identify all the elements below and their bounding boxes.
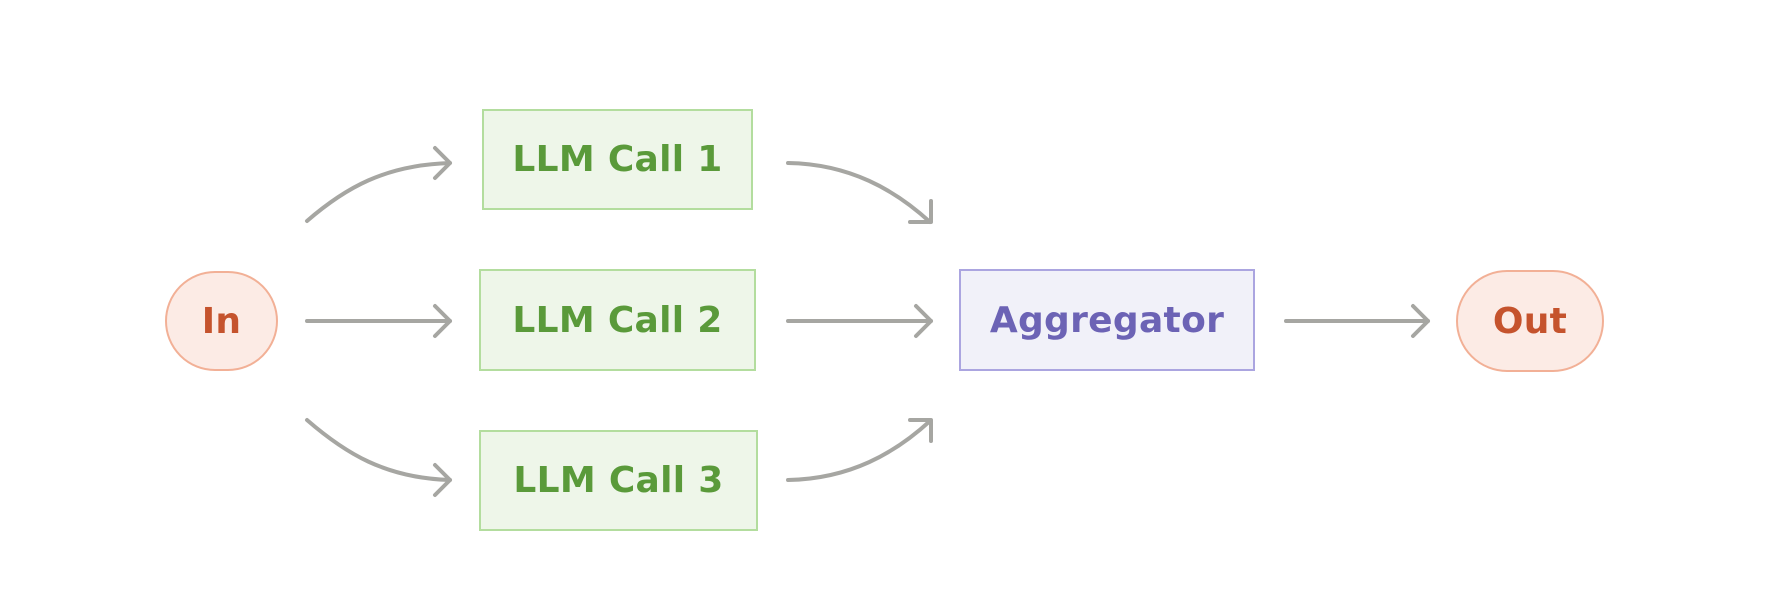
arrowhead-in-to-llm-call-1 (433, 146, 452, 180)
output-node-label: Out (1492, 300, 1568, 342)
input-node-label: In (201, 300, 242, 342)
llm-call-2-label: LLM Call 2 (512, 299, 723, 341)
arrowhead-llm-call-3-to-aggregator (908, 418, 933, 443)
arrow-llm-call-1-to-aggregator (786, 161, 932, 224)
llm-call-3-node: LLM Call 3 (479, 430, 758, 531)
llm-call-1-node: LLM Call 1 (482, 109, 753, 210)
arrow-in-to-llm-call-1 (305, 161, 452, 223)
aggregator-label: Aggregator (989, 299, 1225, 341)
input-node: In (165, 271, 278, 371)
arrowhead-in-to-llm-call-2 (433, 304, 452, 338)
arrowhead-in-to-llm-call-3 (433, 463, 452, 497)
aggregator-node: Aggregator (959, 269, 1255, 371)
llm-call-2-node: LLM Call 2 (479, 269, 756, 371)
arrow-llm-call-3-to-aggregator (786, 419, 932, 482)
output-node: Out (1456, 270, 1604, 372)
arrowhead-llm-call-2-to-aggregator (914, 304, 933, 338)
llm-call-1-label: LLM Call 1 (512, 139, 723, 180)
llm-call-3-label: LLM Call 3 (513, 460, 724, 501)
arrow-in-to-llm-call-3 (305, 418, 452, 482)
arrowhead-llm-call-1-to-aggregator (908, 199, 933, 224)
arrowhead-aggregator-to-out (1411, 304, 1430, 338)
